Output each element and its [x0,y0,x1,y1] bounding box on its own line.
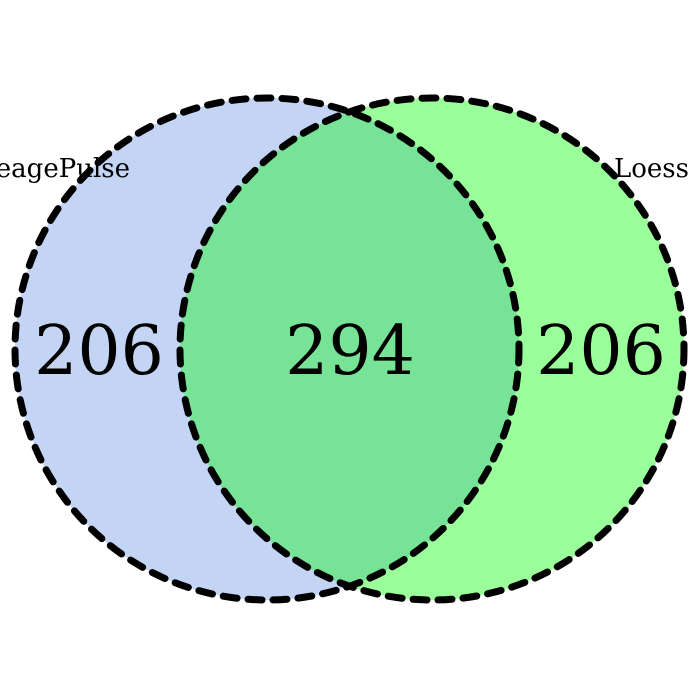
right-only-count: 206 [536,312,666,391]
set-b-outline [176,94,688,604]
set-b-label: Loess [614,154,689,184]
set-a-label: LineagePulse [0,154,130,184]
set-a-outline [11,94,523,604]
intersection-count: 294 [285,312,415,391]
left-only-count: 206 [34,312,164,391]
intersection-region [180,98,519,600]
